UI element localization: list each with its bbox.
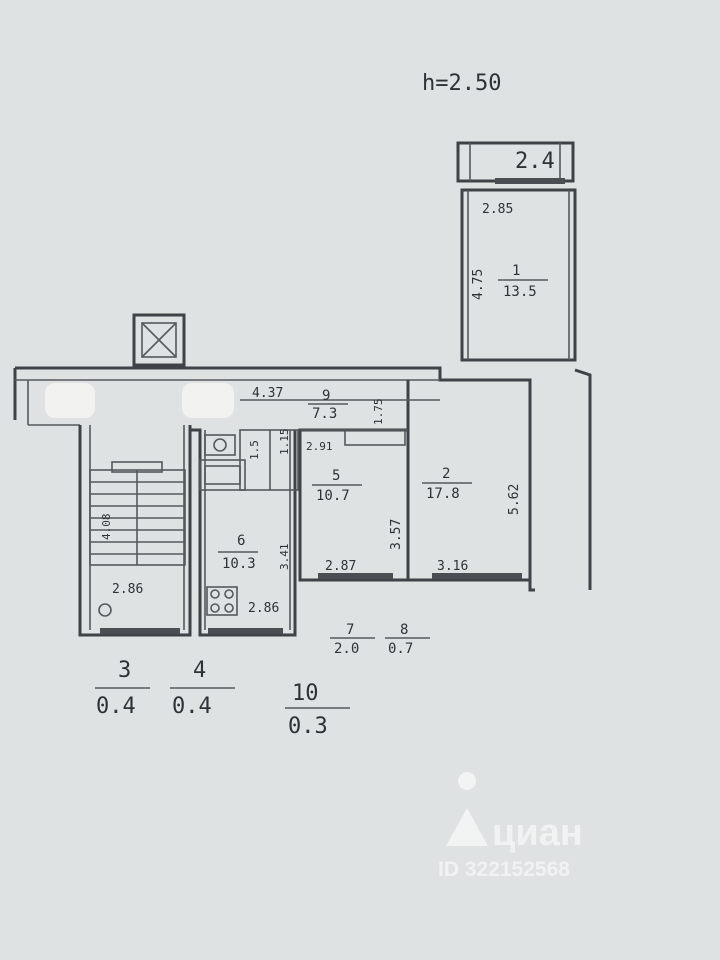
outside-rooms: 7 2.0 8 0.7	[330, 622, 430, 657]
room-9-area: 7.3	[312, 406, 337, 422]
hall-length: 4.37	[252, 386, 283, 401]
label-3-number: 3	[118, 658, 131, 683]
label-10-area: 0.3	[288, 714, 328, 739]
label-4-area: 0.4	[172, 694, 212, 719]
balcony: 2.4	[456, 141, 575, 184]
stair-flights: 4.08 2.86	[89, 461, 186, 617]
bath-small-dim: 1.5	[248, 440, 261, 460]
room-1-width: 2.85	[482, 202, 513, 217]
room-2-width: 3.16	[437, 559, 468, 574]
ceiling-height-label: h=2.50	[422, 71, 501, 96]
cian-logo-icon	[446, 772, 488, 846]
stair-width: 2.86	[112, 582, 143, 597]
label-10-number: 10	[292, 681, 319, 706]
bath-depth: 2.91	[306, 440, 333, 453]
redacted-patch	[45, 383, 95, 418]
room-1-area: 13.5	[503, 284, 537, 300]
room-2-length: 5.62	[507, 484, 522, 515]
room-9-number: 9	[322, 388, 330, 404]
room-2-area: 17.8	[426, 486, 460, 502]
balcony-area: 2.4	[515, 149, 555, 174]
label-3-area: 0.4	[96, 694, 136, 719]
apartment-walls	[13, 366, 592, 637]
watermark: циан ID 322152568	[438, 772, 583, 881]
room-5: 5 10.7 3.57 2.87	[312, 468, 404, 574]
hall-width: 1.75	[372, 399, 385, 426]
room-6-number: 6	[237, 533, 245, 549]
elevator-shaft	[132, 313, 186, 367]
room-8-area: 0.7	[388, 641, 413, 657]
bottom-labels: 3 0.4 4 0.4 10 0.3	[95, 658, 350, 739]
redacted-patch	[182, 383, 234, 418]
label-4-number: 4	[193, 658, 206, 683]
room-8-number: 8	[400, 622, 408, 638]
wc-width: 1.15	[278, 429, 291, 456]
room-6-length: 3.41	[278, 544, 291, 571]
room-5-area: 10.7	[316, 488, 350, 504]
room-1-number: 1	[512, 263, 520, 279]
room-2: 2 17.8 5.62 3.16	[422, 466, 522, 574]
room-5-number: 5	[332, 468, 340, 484]
room-6-kitchen: 6 10.3 3.41 2.86	[199, 434, 291, 616]
watermark-brand: циан	[492, 812, 583, 854]
bathroom-block: 1.5 1.15 2.91	[239, 429, 406, 491]
room-2-number: 2	[442, 466, 450, 482]
stair-length: 4.08	[100, 514, 113, 541]
watermark-id: ID 322152568	[438, 858, 570, 881]
room-6-width: 2.86	[248, 601, 279, 616]
room-5-length: 3.57	[389, 519, 404, 550]
room-1: 2.85 4.75 1 13.5	[460, 188, 577, 362]
room-7-area: 2.0	[334, 641, 359, 657]
room-9-hall: 4.37 9 7.3 1.75	[252, 386, 385, 425]
room-5-width: 2.87	[325, 559, 356, 574]
room-6-area: 10.3	[222, 556, 256, 572]
room-7-number: 7	[346, 622, 354, 638]
room-1-length: 4.75	[471, 269, 486, 300]
